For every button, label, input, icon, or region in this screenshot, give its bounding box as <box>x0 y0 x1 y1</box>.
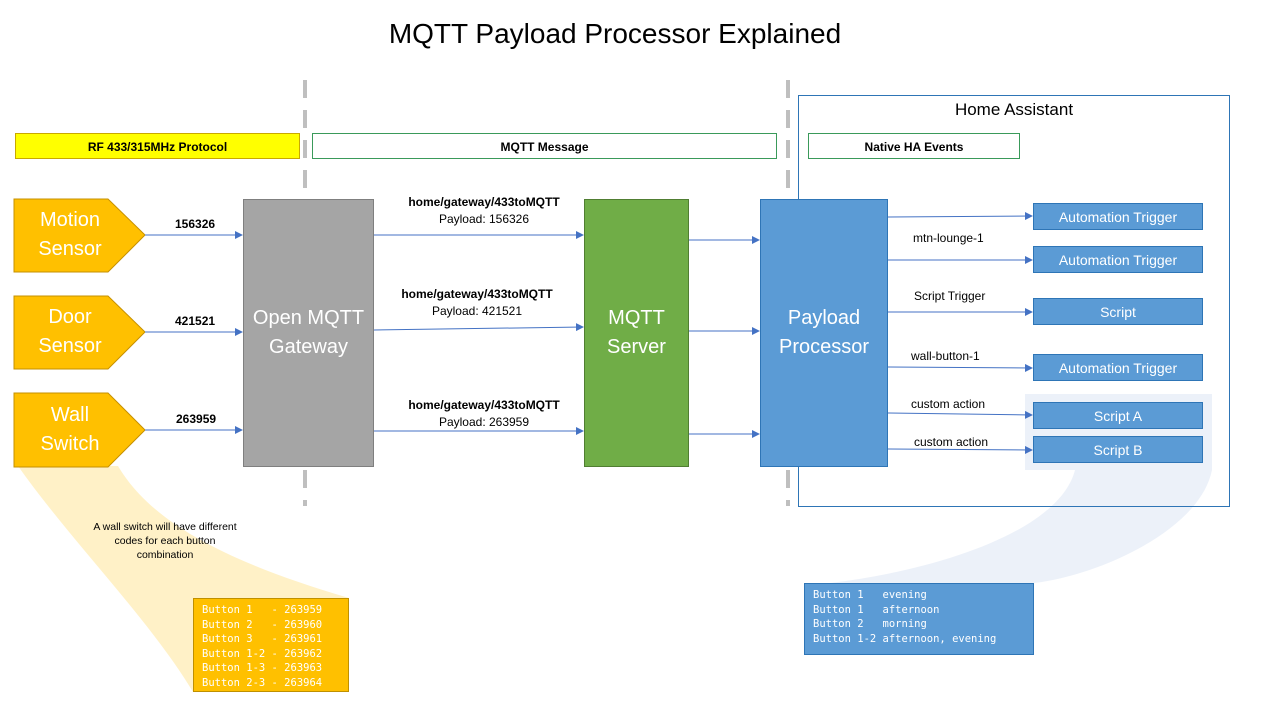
target-script: Script <box>1033 298 1203 325</box>
wall-switch-codes: Button 1 - 263959 Button 2 - 263960 Butt… <box>193 598 349 692</box>
target-automation-trigger-2: Automation Trigger <box>1033 246 1203 273</box>
arrow-processor-target-5 <box>887 410 1033 419</box>
rf-protocol-header: RF 433/315MHz Protocol <box>15 133 300 159</box>
motion-sensor-line2: Sensor <box>38 238 102 260</box>
processor-line1: Payload <box>787 307 861 329</box>
door-sensor: Door Sensor <box>14 303 126 361</box>
door-code: 421521 <box>175 314 216 328</box>
wall-code: 263959 <box>176 412 217 426</box>
message-1-payload: Payload: 156326 <box>438 212 530 226</box>
arrow-gateway-server-2 <box>373 323 584 332</box>
wall-switch-note: A wall switch will have different codes … <box>93 521 237 561</box>
arrow-processor-target-1 <box>887 212 1033 221</box>
wall-switch-shape <box>13 392 146 468</box>
door-sensor-line1: Door <box>48 306 92 328</box>
message-3-topic: home/gateway/433toMQTT <box>408 398 560 412</box>
mqtt-server: MQTT Server <box>584 199 689 467</box>
mqtt-message-1: home/gateway/433toMQTT Payload: 156326 <box>384 194 584 228</box>
door-sensor-shape <box>13 295 146 370</box>
motion-sensor-shape <box>13 198 146 273</box>
gateway-line1: Open MQTT <box>252 307 365 329</box>
motion-sensor: Motion Sensor <box>14 206 126 264</box>
event-label-4: wall-button-1 <box>911 349 980 363</box>
arrow-processor-target-6 <box>887 445 1033 454</box>
target-automation-trigger-1: Automation Trigger <box>1033 203 1203 230</box>
ha-events-header: Native HA Events <box>808 133 1020 159</box>
wall-switch-line1: Wall <box>50 404 90 426</box>
script-arguments: Button 1 evening Button 1 afternoon Butt… <box>804 583 1034 655</box>
wall-switch-line2: Switch <box>40 433 100 455</box>
message-3-payload: Payload: 263959 <box>438 415 530 429</box>
script-callout <box>830 470 1212 583</box>
door-sensor-line2: Sensor <box>38 335 102 357</box>
home-assistant-label: Home Assistant <box>954 100 1074 119</box>
motion-code: 156326 <box>175 217 216 231</box>
event-label-6: custom action <box>914 435 989 449</box>
mqtt-message-header: MQTT Message <box>312 133 777 159</box>
gateway-line2: Gateway <box>269 336 348 358</box>
message-2-payload: Payload: 421521 <box>431 304 523 318</box>
processor-line2: Processor <box>778 336 870 358</box>
motion-sensor-line1: Motion <box>39 209 101 231</box>
server-line1: MQTT <box>608 307 665 329</box>
message-1-topic: home/gateway/433toMQTT <box>408 195 560 209</box>
target-script-a: Script A <box>1033 402 1203 429</box>
event-label-5: custom action <box>911 397 986 411</box>
message-2-topic: home/gateway/433toMQTT <box>401 287 553 301</box>
diagram-title: MQTT Payload Processor Explained <box>388 18 842 49</box>
wall-switch: Wall Switch <box>14 401 126 459</box>
arrow-processor-target-4 <box>887 363 1033 372</box>
target-script-b: Script B <box>1033 436 1203 463</box>
mqtt-message-2: home/gateway/433toMQTT Payload: 421521 <box>377 286 577 320</box>
server-line2: Server <box>607 336 666 358</box>
open-mqtt-gateway: Open MQTT Gateway <box>243 199 374 467</box>
payload-processor: Payload Processor <box>760 199 888 467</box>
event-label-2: mtn-lounge-1 <box>913 231 984 245</box>
target-automation-trigger-3: Automation Trigger <box>1033 354 1203 381</box>
event-label-3: Script Trigger <box>914 289 986 303</box>
mqtt-message-3: home/gateway/433toMQTT Payload: 263959 <box>384 397 584 431</box>
